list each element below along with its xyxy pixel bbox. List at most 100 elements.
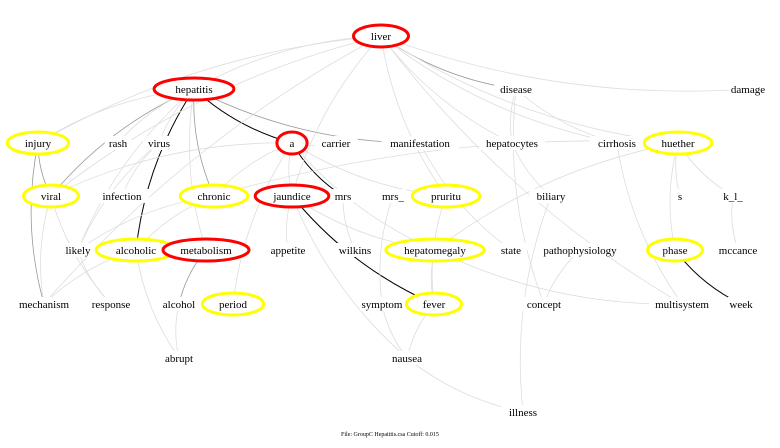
node-illness[interactable]: illness bbox=[501, 405, 545, 419]
node-pathophysiology[interactable]: pathophysiology bbox=[536, 243, 624, 257]
node-multisystem[interactable]: multisystem bbox=[649, 297, 715, 311]
node-cirrhosis[interactable]: cirrhosis bbox=[589, 136, 645, 150]
label-background bbox=[388, 351, 426, 365]
node-damage[interactable]: damage bbox=[729, 82, 767, 96]
node-label: alcoholic bbox=[116, 245, 156, 257]
label-background bbox=[160, 351, 198, 365]
label-background bbox=[143, 136, 175, 150]
node-liver[interactable]: liver bbox=[352, 23, 410, 49]
label-background bbox=[59, 243, 97, 257]
label-background bbox=[719, 189, 747, 203]
label-background bbox=[495, 243, 527, 257]
node-label: s bbox=[678, 191, 682, 203]
node-response[interactable]: response bbox=[86, 297, 136, 311]
node-huether[interactable]: huether bbox=[642, 130, 714, 156]
label-background bbox=[94, 189, 150, 203]
node-week[interactable]: week bbox=[727, 297, 755, 311]
node-label: biliary bbox=[537, 191, 566, 203]
edge-viral-mechanism bbox=[40, 195, 52, 305]
label-background bbox=[536, 243, 624, 257]
node-phase[interactable]: phase bbox=[646, 237, 704, 263]
node-alcohol[interactable]: alcohol bbox=[157, 297, 201, 311]
node-label: a bbox=[290, 138, 295, 150]
node-label: response bbox=[92, 299, 131, 311]
node-viral[interactable]: viral bbox=[22, 183, 80, 209]
edge-hepatitis-chronic bbox=[193, 88, 215, 197]
edge-liver-viral bbox=[50, 35, 382, 197]
label-background bbox=[86, 297, 136, 311]
node-virus[interactable]: virus bbox=[143, 136, 175, 150]
node-wilkins[interactable]: wilkins bbox=[333, 243, 377, 257]
node-label: jaundice bbox=[272, 191, 310, 203]
label-background bbox=[589, 136, 645, 150]
node-state[interactable]: state bbox=[495, 243, 527, 257]
edge-hepatocytes-biliary bbox=[511, 142, 552, 197]
edge-liver-multisystem bbox=[380, 35, 683, 305]
node-nausea[interactable]: nausea bbox=[388, 351, 426, 365]
edge-hepatitis-manifestation bbox=[193, 88, 421, 144]
node-label: concept bbox=[527, 299, 561, 311]
node-carrier[interactable]: carrier bbox=[314, 136, 358, 150]
node-concept[interactable]: concept bbox=[522, 297, 566, 311]
node-label: period bbox=[219, 299, 248, 311]
node-appetite[interactable]: appetite bbox=[263, 243, 313, 257]
node-manifestation[interactable]: manifestation bbox=[381, 136, 459, 150]
node-rash[interactable]: rash bbox=[104, 136, 132, 150]
edge-liver-hepatocytes bbox=[380, 35, 513, 144]
node-mccance[interactable]: mccance bbox=[716, 243, 760, 257]
node-label: likely bbox=[65, 245, 91, 257]
label-background bbox=[314, 136, 358, 150]
yellow-highlight-ring bbox=[5, 130, 71, 156]
edge-disease-cirrhosis bbox=[515, 88, 618, 144]
node-label: infection bbox=[102, 191, 142, 203]
node-jaundice[interactable]: jaundice bbox=[253, 183, 331, 209]
node-label: damage bbox=[731, 84, 765, 96]
label-background bbox=[360, 297, 404, 311]
edge-liver-injury bbox=[37, 35, 382, 144]
yellow-highlight-ring bbox=[384, 237, 486, 263]
node-chronic[interactable]: chronic bbox=[178, 183, 250, 209]
node-label: phase bbox=[662, 245, 687, 257]
node-pruritu[interactable]: pruritu bbox=[410, 183, 482, 209]
node-fever[interactable]: fever bbox=[405, 291, 463, 317]
node-label: state bbox=[501, 245, 521, 257]
node-hepatitis[interactable]: hepatitis bbox=[152, 76, 236, 102]
red-highlight-ring bbox=[275, 130, 309, 156]
node-label: mrs_ bbox=[382, 191, 405, 203]
node-injury[interactable]: injury bbox=[5, 130, 71, 156]
label-background bbox=[727, 297, 755, 311]
node-hepatomegaly[interactable]: hepatomegaly bbox=[384, 237, 486, 263]
node-label: mccance bbox=[719, 245, 758, 257]
node-likely[interactable]: likely bbox=[59, 243, 97, 257]
node-infection[interactable]: infection bbox=[94, 189, 150, 203]
label-background bbox=[379, 189, 407, 203]
node-mrs[interactable]: mrs bbox=[332, 189, 354, 203]
node-biliary[interactable]: biliary bbox=[529, 189, 573, 203]
edge-huether-hepatomegaly bbox=[434, 142, 679, 251]
node-hepatocytes[interactable]: hepatocytes bbox=[479, 136, 545, 150]
node-label: liver bbox=[371, 31, 391, 43]
node-alcoholic[interactable]: alcoholic bbox=[94, 237, 178, 263]
edge-liver-cirrhosis bbox=[380, 35, 618, 144]
red-highlight-ring bbox=[253, 183, 331, 209]
node-mrs_[interactable]: mrs_ bbox=[379, 189, 407, 203]
node-label: mechanism bbox=[19, 299, 70, 311]
node-period[interactable]: period bbox=[200, 291, 266, 317]
node-k_l_[interactable]: k_l_ bbox=[719, 189, 747, 203]
label-background bbox=[104, 136, 132, 150]
node-symptom[interactable]: symptom bbox=[360, 297, 404, 311]
yellow-highlight-ring bbox=[646, 237, 704, 263]
edge-liver-mechanism bbox=[43, 35, 382, 305]
label-background bbox=[157, 297, 201, 311]
node-a[interactable]: a bbox=[275, 130, 309, 156]
node-label: chronic bbox=[198, 191, 231, 203]
node-abrupt[interactable]: abrupt bbox=[160, 351, 198, 365]
edge-hepatitis-likely bbox=[77, 88, 195, 251]
node-s[interactable]: s bbox=[675, 189, 685, 203]
node-metabolism[interactable]: metabolism bbox=[161, 237, 251, 263]
yellow-highlight-ring bbox=[410, 183, 482, 209]
label-background bbox=[494, 82, 538, 96]
node-disease[interactable]: disease bbox=[494, 82, 538, 96]
node-mechanism[interactable]: mechanism bbox=[16, 297, 72, 311]
